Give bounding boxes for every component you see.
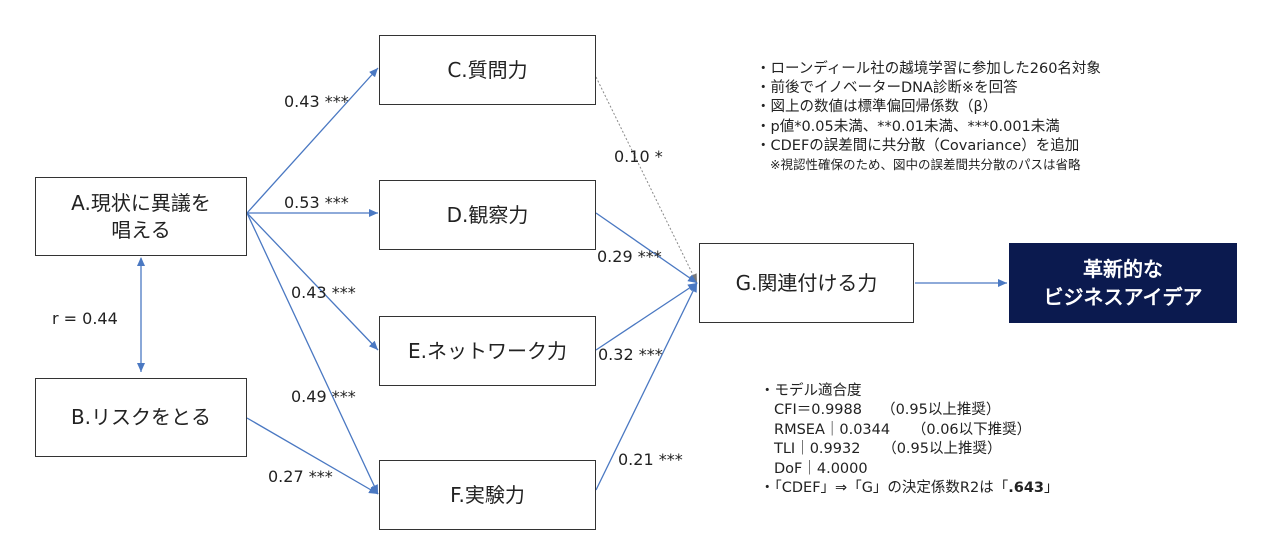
fit-title: ・モデル適合度 (760, 383, 862, 399)
node-f: F.実験力 (379, 460, 596, 530)
node-c-label: C.質問力 (447, 57, 528, 82)
coef-e-g: 0.32 *** (598, 345, 663, 364)
node-a-line2: 唱える (111, 217, 171, 242)
node-b-label: B.リスクをとる (70, 405, 212, 429)
result-box: 革新的な ビジネスアイデア (1009, 243, 1237, 323)
arrow-e-g (595, 282, 698, 351)
fit-row-dof: DoF｜4.0000 (774, 460, 868, 477)
node-d: D.観察力 (379, 180, 596, 250)
note-line: ・CDEFの誤差間に共分散（Covariance）を追加 (756, 137, 1080, 154)
node-a-line1: A.現状に異議を (71, 190, 211, 215)
arrow-a-c (246, 67, 379, 214)
fit-r2-suffix: 」 (1044, 480, 1059, 497)
arrow-b-f (246, 417, 379, 495)
node-g-label: G.関連付ける力 (735, 270, 878, 295)
node-g: G.関連付ける力 (699, 243, 914, 323)
coef-a-f: 0.49 *** (291, 387, 356, 406)
node-a: A.現状に異議を 唱える (35, 177, 247, 256)
coef-a-d: 0.53 *** (284, 193, 349, 212)
model-fit: ・モデル適合度 CFI＝0.9988 （0.95以上推奨） RMSEA｜0.03… (760, 382, 1059, 498)
coef-d-g: 0.29 *** (597, 247, 662, 266)
arrow-f-g (595, 282, 698, 491)
note-line: ・p値*0.05未満、**0.01未満、***0.001未満 (756, 118, 1060, 135)
arrow-a-f (246, 212, 379, 495)
fit-r2-value: .643 (1008, 480, 1045, 497)
node-d-label: D.観察力 (446, 202, 529, 227)
result-line1: 革新的な (1083, 257, 1163, 281)
coef-c-g: 0.10 * (614, 147, 663, 166)
coef-a-c: 0.43 *** (284, 92, 349, 111)
node-e: E.ネットワーク力 (379, 316, 596, 386)
fit-r2-prefix: ・「CDEF」⇒「G」の決定係数R2は「 (760, 480, 1009, 497)
result-line2: ビジネスアイデア (1043, 285, 1203, 309)
fit-row-cfi: CFI＝0.9988 （0.95以上推奨） (774, 402, 1001, 419)
study-notes: ・ローンディール社の越境学習に参加した260名対象 ・前後でイノベーターDNA診… (756, 60, 1101, 173)
arrow-a-e (246, 212, 379, 351)
fit-row-rmsea: RMSEA｜0.0344 （0.06以下推奨） (774, 421, 1032, 438)
correlation-a-b: r = 0.44 (52, 309, 118, 328)
coef-a-e: 0.43 *** (291, 283, 356, 302)
fit-r2: ・「CDEF」⇒「G」の決定係数R2は「.643」 (760, 479, 1059, 498)
coef-b-f: 0.27 *** (268, 467, 333, 486)
node-b: B.リスクをとる (35, 378, 247, 457)
node-f-label: F.実験力 (450, 482, 525, 507)
note-line: ・図上の数値は標準偏回帰係数（β） (756, 99, 998, 116)
node-e-label: E.ネットワーク力 (408, 338, 567, 363)
fit-row-tli: TLI｜0.9932 （0.95以上推奨） (774, 441, 1002, 458)
note-line: ・前後でイノベーターDNA診断※を回答 (756, 80, 1018, 97)
node-c: C.質問力 (379, 35, 596, 105)
arrow-d-g (595, 212, 698, 284)
note-footnote: ※視認性確保のため、図中の誤差間共分散のパスは省略 (770, 157, 1081, 173)
coef-f-g: 0.21 *** (618, 450, 683, 469)
note-line: ・ローンディール社の越境学習に参加した260名対象 (756, 61, 1101, 77)
